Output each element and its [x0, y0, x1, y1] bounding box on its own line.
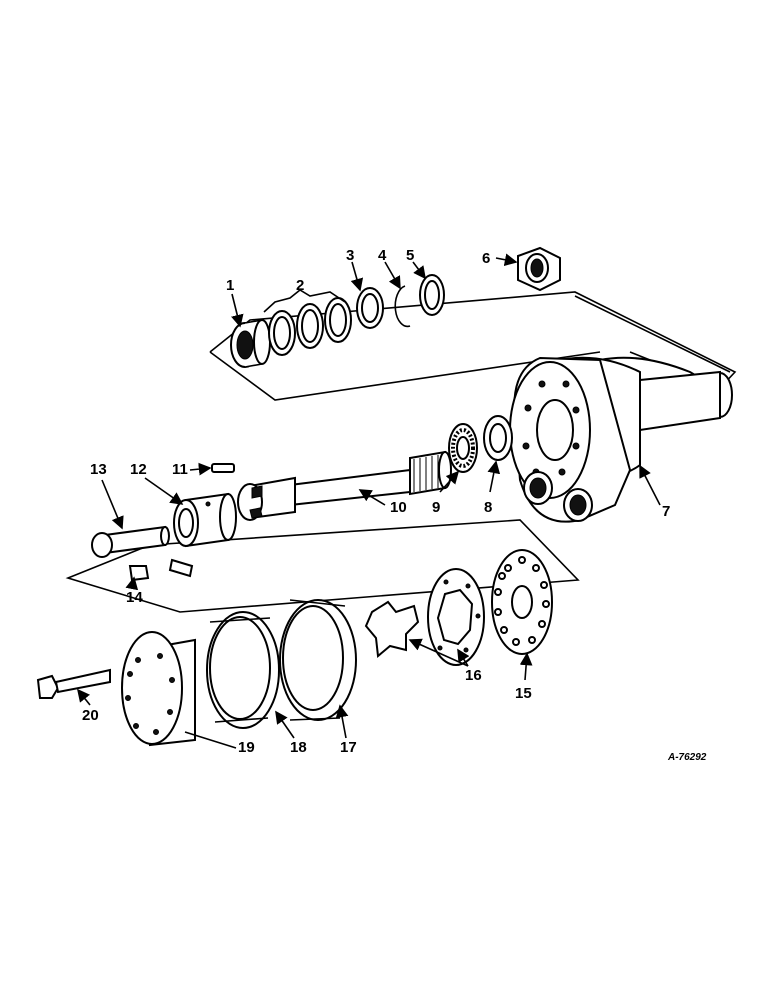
lower-kit-panel	[65, 519, 580, 613]
gerotor-set-part	[364, 568, 485, 666]
callout-18: 18	[290, 739, 307, 756]
spacer-ring-part	[279, 599, 357, 721]
callout-7: 7	[662, 503, 670, 520]
callout-15: 15	[515, 685, 532, 702]
washer-part	[356, 287, 384, 329]
callout-5: 5	[406, 247, 414, 264]
thrust-washer-part	[483, 415, 513, 461]
drawing-reference-number: A-76292	[667, 752, 707, 763]
valve-plate-part	[491, 549, 553, 655]
callout-2: 2	[296, 277, 304, 294]
callout-numbers: 1 2 3 4 5 6 7 8 9 10 11 12 13 14 15 16 1…	[82, 247, 670, 756]
callout-3: 3	[346, 247, 354, 264]
callout-1: 1	[226, 277, 234, 294]
callout-20: 20	[82, 707, 99, 724]
callout-14: 14	[126, 589, 143, 606]
callout-4: 4	[378, 247, 387, 264]
bolt-part	[36, 668, 111, 699]
callout-19: 19	[238, 739, 255, 756]
thrust-bearing-part	[448, 423, 478, 473]
callout-16: 16	[465, 667, 482, 684]
small-pin-part	[211, 463, 235, 473]
callout-6: 6	[482, 250, 490, 267]
output-shaft-part	[91, 525, 170, 558]
end-cap-part	[121, 631, 196, 747]
callout-8: 8	[484, 499, 492, 516]
callout-12: 12	[130, 461, 147, 478]
callout-9: 9	[432, 499, 440, 516]
callout-11: 11	[172, 461, 188, 478]
leader-lines	[77, 253, 661, 749]
retainer-ring-part	[419, 274, 445, 316]
keys-part	[128, 558, 194, 582]
seal-band-part	[206, 611, 280, 729]
callout-17: 17	[340, 739, 357, 756]
hex-nut-part	[517, 246, 561, 292]
coupling-part	[173, 492, 237, 548]
callout-13: 13	[90, 461, 107, 478]
callout-10: 10	[390, 499, 407, 516]
seal-rings-part	[268, 297, 352, 356]
motor-housing-part	[509, 356, 733, 523]
needle-bearing-part	[230, 319, 271, 368]
drive-shaft-part	[237, 450, 452, 521]
